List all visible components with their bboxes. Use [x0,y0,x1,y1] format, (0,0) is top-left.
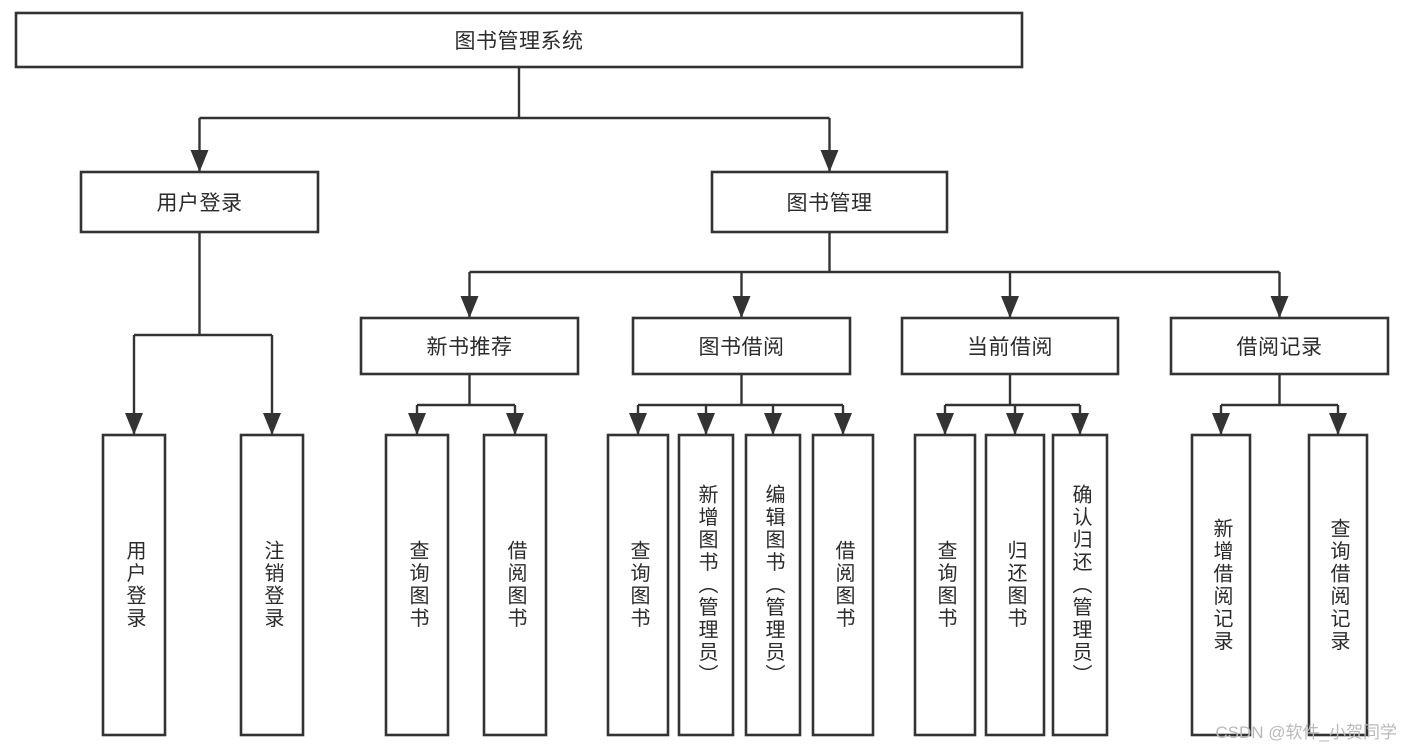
node-box-br-add-record[interactable] [1190,433,1252,737]
arrow-head-icon-cb-return-book [1006,413,1024,435]
node-box-user-login[interactable] [79,170,320,234]
node-box-bb-borrow-book[interactable] [811,433,875,737]
arrow-head-icon-br-add-record [1212,413,1230,435]
node-box-cb-return-book[interactable] [984,433,1046,737]
arrow-head-icon-new-book-recommend [460,296,479,318]
arrow-head-icon-user-login [190,150,209,172]
arrow-head-icon-nbr-borrow-book [506,413,524,435]
node-box-user-logout[interactable] [239,433,305,737]
arrow-head-icon-bb-add-book [697,413,715,435]
node-box-book-manage[interactable] [710,170,949,234]
node-box-borrow-record[interactable] [1169,316,1390,376]
arrow-head-icon-book-borrow [732,296,751,318]
arrow-head-icon-cb-confirm-return [1071,413,1089,435]
node-box-cb-confirm-return[interactable] [1051,433,1109,737]
arrow-head-icon-book-manage [820,150,839,172]
boxes-layer [14,11,1390,737]
arrow-head-icon-br-query-record [1329,413,1347,435]
arrow-head-icon-user-logout [263,413,281,435]
node-box-nbr-query-book[interactable] [384,433,450,737]
node-box-br-query-record[interactable] [1307,433,1369,737]
arrow-head-icon-nbr-query-book [408,413,426,435]
node-box-bb-query-book[interactable] [606,433,670,737]
arrow-head-icon-bb-borrow-book [834,413,852,435]
arrow-head-icon-bb-query-book [629,413,647,435]
node-box-book-borrow[interactable] [631,316,852,376]
node-box-bb-edit-book[interactable] [744,433,802,737]
arrow-head-icon-borrow-record [1270,296,1289,318]
node-box-cb-query-book[interactable] [913,433,977,737]
arrow-head-icon-user-login-do [125,413,143,435]
arrow-head-icon-current-borrow [1001,296,1019,318]
node-box-current-borrow[interactable] [900,316,1120,376]
node-box-nbr-borrow-book[interactable] [482,433,548,737]
node-box-new-book-recommend[interactable] [359,316,580,376]
node-box-bb-add-book[interactable] [677,433,735,737]
node-box-user-login-do[interactable] [101,433,167,737]
connectors-layer [125,67,1347,435]
arrow-head-icon-cb-query-book [936,413,954,435]
node-box-root[interactable] [14,11,1024,69]
arrow-head-icon-bb-edit-book [764,413,782,435]
